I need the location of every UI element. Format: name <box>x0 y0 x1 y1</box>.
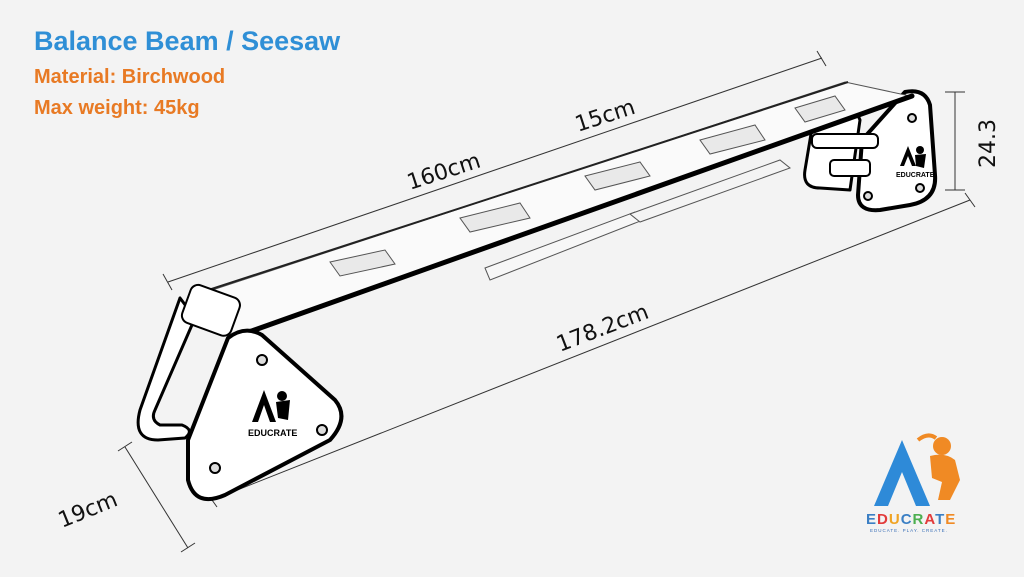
near-end-logo-icon: EDUCRATE <box>248 390 297 438</box>
top-width-label: 15cm <box>572 95 638 138</box>
educrate-logo-icon: EDUCRATE EDUCATE. PLAY. CREATE. <box>866 433 960 533</box>
logo-tagline: EDUCATE. PLAY. CREATE. <box>870 528 948 533</box>
far-end-logo-text: EDUCRATE <box>896 172 935 179</box>
dimension-lines <box>117 50 976 553</box>
beam-body <box>187 81 912 339</box>
end-width-label: 19cm <box>55 487 121 533</box>
far-end-screws <box>863 113 925 201</box>
page-title: Balance Beam / Seesaw <box>34 26 341 56</box>
far-end-logo-icon: EDUCRATE <box>896 146 935 179</box>
max-weight-spec: Max weight: 45kg <box>34 97 200 119</box>
total-length-label: 178.2cm <box>553 300 652 358</box>
material-spec: Material: Birchwood <box>34 66 226 88</box>
beam-edge <box>229 93 915 341</box>
logo-brand-name: EDUCRATE <box>866 511 956 528</box>
near-end-support <box>136 283 344 501</box>
inner-length-label: 160cm <box>404 149 484 196</box>
near-end-logo-text: EDUCRATE <box>248 428 297 438</box>
beam-back-edge <box>189 81 849 297</box>
height-label: 24.3 <box>976 119 1001 168</box>
